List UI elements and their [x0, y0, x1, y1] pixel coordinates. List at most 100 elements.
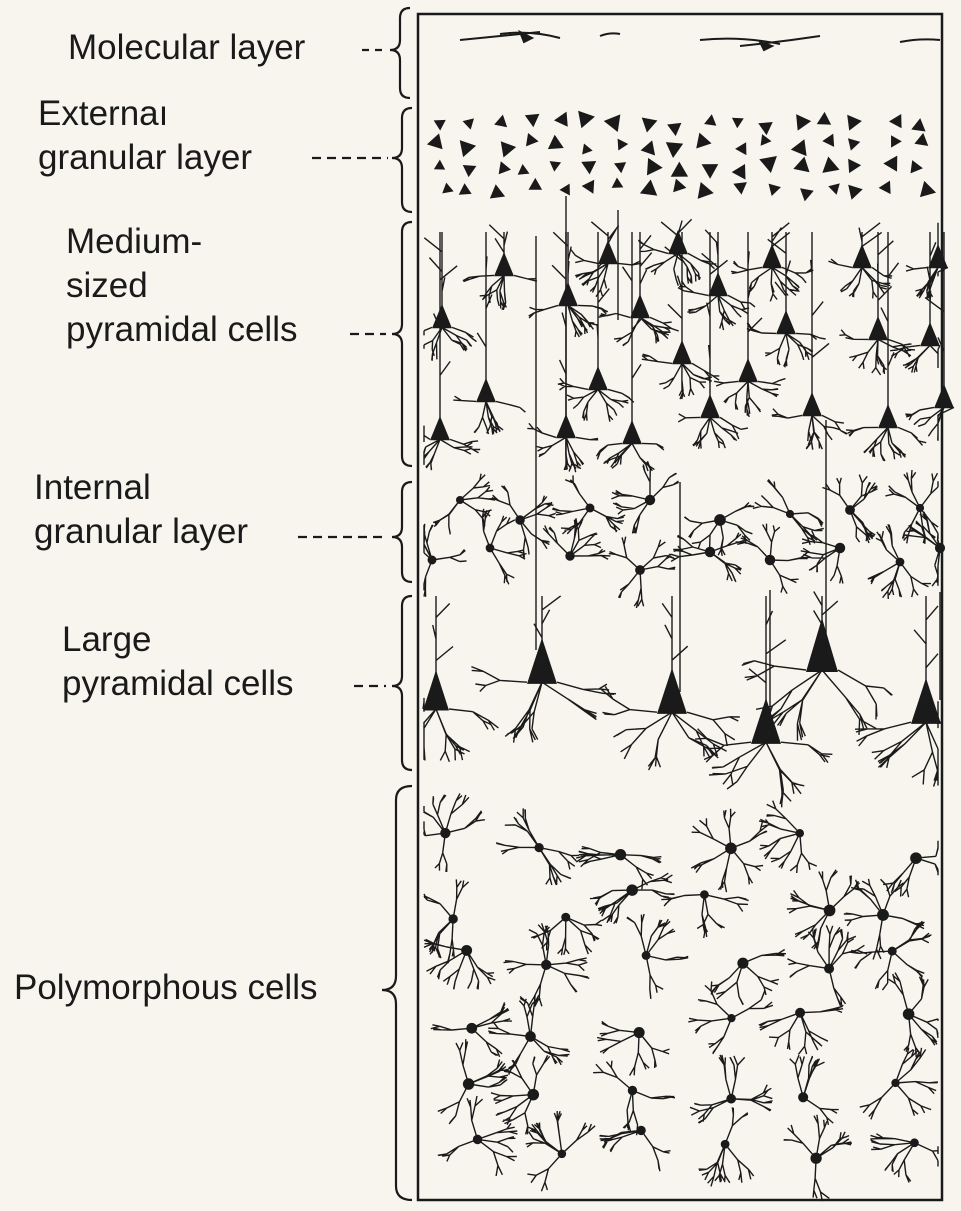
granule-cell — [849, 139, 859, 149]
granule-cell — [885, 157, 897, 170]
granule-cell — [911, 162, 921, 173]
granule-cell — [496, 116, 506, 126]
large-pyramidal-cell — [657, 668, 687, 714]
granule-stellate-cell-dendrites — [543, 518, 610, 559]
polymorphous-cell — [637, 1126, 646, 1135]
granule-cell — [770, 185, 780, 195]
medium-pyramidal-cell — [494, 252, 514, 276]
brace-medium-pyramidal — [392, 222, 412, 466]
medium-pyramidal-cell — [556, 414, 576, 438]
granule-cell — [699, 183, 713, 197]
polymorphous-cell-dendrites — [627, 914, 689, 999]
granule-cell — [762, 136, 771, 145]
granule-cell — [672, 163, 687, 176]
medium-pyramidal-cell — [672, 340, 692, 364]
medium-pyramidal-cell — [700, 394, 720, 418]
granule-stellate-cell — [486, 544, 495, 553]
granule-cell — [674, 180, 685, 191]
polymorphous-cell-dendrites — [590, 873, 675, 924]
granule-cell — [648, 159, 661, 174]
granule-cell — [916, 134, 927, 145]
granule-stellate-cell — [428, 556, 437, 565]
medium-pyramidal-cell — [802, 392, 822, 416]
granule-cell — [849, 186, 861, 199]
polymorphous-cell-dendrites — [711, 950, 786, 1005]
polymorphous-cell — [558, 1150, 567, 1159]
granule-cell — [818, 113, 830, 124]
cell-drawings — [423, 32, 954, 1201]
polymorphous-cell — [910, 852, 922, 864]
granule-cell — [921, 182, 935, 196]
granule-cell — [502, 142, 515, 156]
granule-stellate-cell-dendrites — [433, 474, 496, 535]
large-pyramidal-cell — [911, 678, 941, 724]
granule-cell — [892, 137, 901, 147]
granule-cell — [830, 184, 839, 193]
polymorphous-cell — [795, 1008, 805, 1018]
granule-cell — [801, 189, 812, 200]
medium-pyramidal-cell — [928, 244, 948, 268]
polymorphous-cell — [798, 1092, 808, 1102]
medium-pyramidal-cell — [776, 310, 796, 334]
granule-cell — [706, 116, 716, 125]
polymorphous-cell-dendrites — [531, 917, 602, 955]
polymorphous-cell-dendrites — [597, 1022, 669, 1076]
polymorphous-cell — [824, 905, 836, 917]
medium-pyramidal-cell — [934, 384, 954, 408]
polymorphous-cell — [626, 884, 637, 895]
polymorphous-cell — [877, 909, 889, 921]
polymorphous-cell — [725, 843, 737, 855]
brace-molecular — [390, 8, 410, 98]
granule-cell — [761, 157, 776, 172]
granule-stellate-cell — [916, 504, 924, 512]
molecular-fibre — [600, 33, 620, 36]
polymorphous-cell-dendrites — [424, 794, 485, 873]
granule-stellate-cell — [635, 565, 645, 575]
polymorphous-cell — [466, 1023, 477, 1034]
polymorphous-cell — [737, 958, 748, 969]
granule-cell — [642, 142, 654, 155]
granule-cell — [733, 119, 742, 127]
polymorphous-cell — [796, 829, 804, 837]
granule-stellate-cell — [565, 551, 574, 560]
medium-pyramidal-cell — [622, 420, 642, 444]
granule-cell — [530, 179, 541, 189]
granule-cell — [435, 121, 445, 129]
granule-cell — [605, 116, 619, 131]
granule-cell — [556, 113, 567, 126]
polymorphous-cell — [440, 828, 450, 838]
polymorphous-cell-dendrites — [790, 1055, 839, 1125]
granule-cell — [824, 135, 834, 146]
granule-cell — [697, 134, 710, 147]
granule-cell — [579, 112, 593, 127]
granule-cell — [703, 165, 717, 177]
granule-cell — [561, 185, 569, 194]
granule-cell — [526, 115, 538, 126]
granule-stellate-cell — [896, 558, 905, 567]
granule-stellate-cell — [515, 515, 525, 525]
polymorphous-cell-dendrites — [787, 870, 860, 950]
granule-cell — [669, 124, 681, 135]
granule-stellate-cell — [714, 514, 726, 526]
polymorphous-cell — [561, 913, 570, 922]
polymorphous-cell-dendrites — [491, 1055, 550, 1134]
granule-cell — [737, 144, 746, 154]
polymorphous-cell-dendrites — [599, 1130, 670, 1171]
polymorphous-cell — [700, 890, 709, 899]
granule-cell — [824, 158, 839, 172]
polymorphous-cell — [910, 1138, 919, 1147]
granule-cell — [891, 115, 901, 127]
granule-cell — [549, 136, 562, 148]
granule-cell — [435, 161, 444, 169]
granule-cell — [464, 119, 473, 128]
granule-cell — [500, 163, 510, 173]
granule-cell — [848, 116, 860, 129]
large-pyramidal-cell — [806, 618, 838, 672]
polymorphous-cell-dendrites — [759, 801, 817, 873]
polymorphous-cell — [461, 945, 472, 956]
polymorphous-cell — [721, 1140, 730, 1149]
polymorphous-cell — [810, 1153, 821, 1164]
granule-cell — [880, 182, 890, 193]
granule-stellate-cell — [935, 543, 945, 553]
granule-cell — [583, 181, 593, 192]
